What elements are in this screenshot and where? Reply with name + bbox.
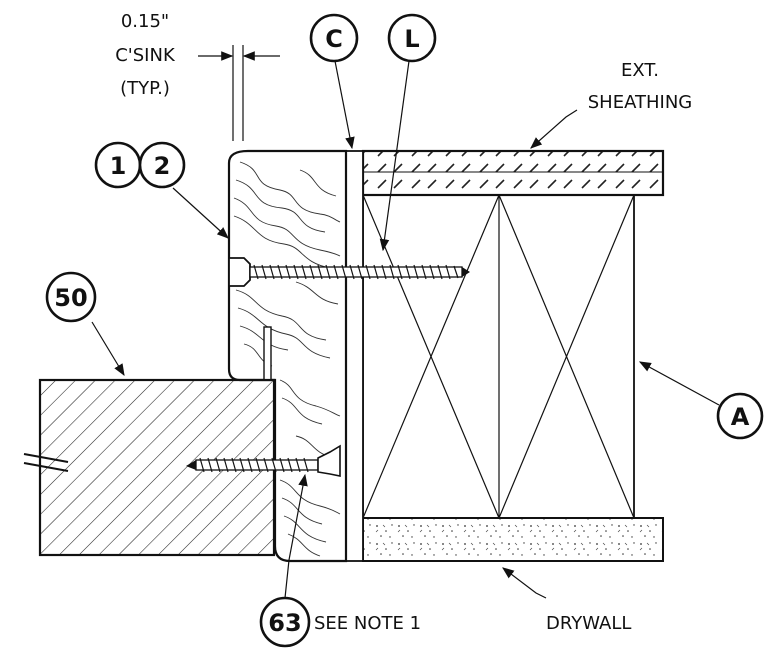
csink-label-line3: (TYP.)	[120, 78, 170, 99]
lower-screw	[186, 444, 341, 477]
sheathing-label-line1: EXT.	[621, 60, 659, 81]
callout-bubble-1: 1	[94, 141, 142, 189]
callout-bubble-63: 63	[259, 596, 311, 648]
callout-1-text: 1	[110, 152, 127, 180]
callout-a-text: A	[731, 403, 750, 431]
callout-bubble-50: 50	[45, 271, 97, 323]
drywall-label: DRYWALL	[546, 613, 631, 634]
csink-dimension-lines	[198, 45, 280, 141]
callout-bubble-l: L	[387, 13, 437, 63]
leader-lines	[91, 60, 720, 599]
upper-screw	[228, 257, 470, 287]
csink-label-line1: 0.15"	[121, 11, 169, 32]
exterior-sheathing	[361, 149, 665, 197]
callout-50-text: 50	[54, 284, 87, 312]
callout-2-text: 2	[154, 152, 171, 180]
wall-stud	[362, 194, 635, 519]
callout-c-text: C	[325, 25, 343, 53]
callout-l-text: L	[404, 25, 419, 53]
callout-bubble-c: C	[309, 13, 359, 63]
sheathing-label-line2: SHEATHING	[588, 92, 693, 113]
callout-63-text: 63	[268, 609, 301, 637]
callout-bubble-a: A	[716, 392, 764, 440]
see-note-label: SEE NOTE 1	[314, 613, 421, 634]
drywall-panel	[362, 517, 664, 562]
callout-bubble-2: 2	[138, 141, 186, 189]
csink-label-line2: C'SINK	[115, 45, 176, 66]
